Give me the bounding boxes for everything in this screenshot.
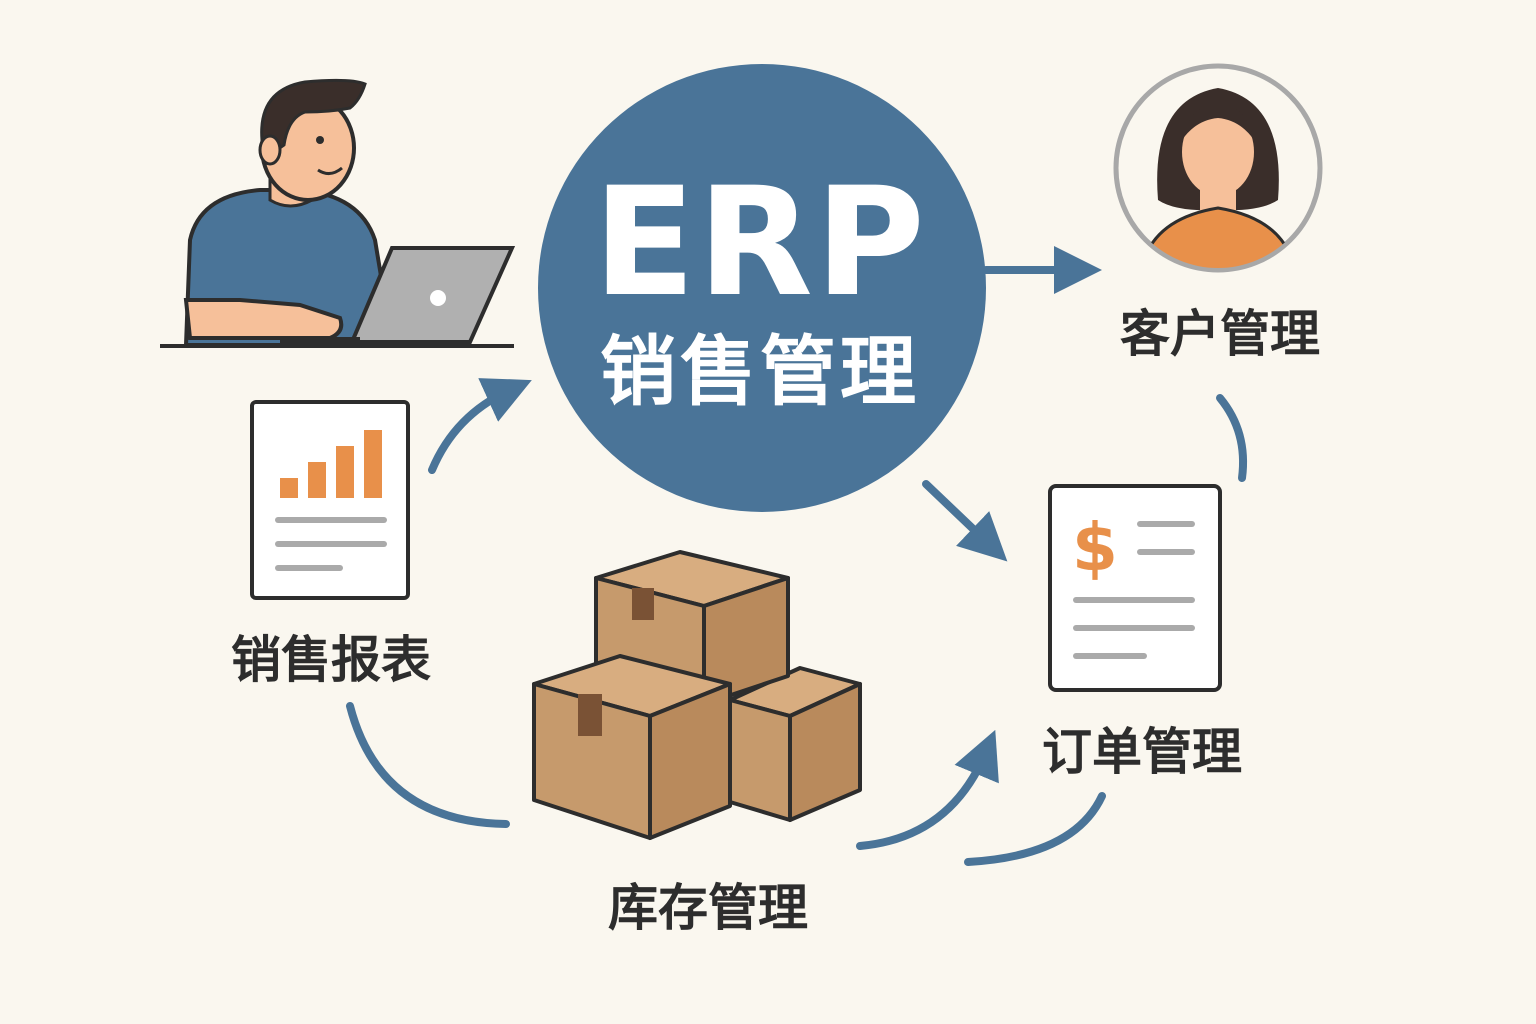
- order-label: 订单管理: [1042, 723, 1242, 781]
- boxes-icon: [532, 550, 862, 840]
- erp-hub-circle: [538, 64, 986, 512]
- arrow-report-to-hub: [428, 378, 532, 474]
- sales-report-label: 销售报表: [231, 631, 431, 689]
- arrow-hub-to-order: [922, 480, 1008, 562]
- person-at-laptop-icon: [160, 78, 516, 348]
- arc-customer-to-order: [1216, 394, 1248, 482]
- inventory-label: 库存管理: [608, 879, 808, 937]
- arrow-inventory-to-order: [856, 729, 999, 850]
- arc-order-loop: [964, 792, 1106, 866]
- bar-chart-report-icon: [250, 400, 410, 600]
- customer-avatar-icon: [1113, 63, 1323, 273]
- hub-title: ERP: [593, 156, 927, 330]
- dollar-symbol: $: [1072, 509, 1118, 586]
- connectors: [346, 246, 1248, 866]
- customer-label: 客户管理: [1120, 305, 1320, 363]
- invoice-document-icon: $: [1048, 484, 1222, 692]
- hub-subtitle: 销售管理: [600, 327, 920, 416]
- arc-report-to-inventory: [346, 702, 510, 828]
